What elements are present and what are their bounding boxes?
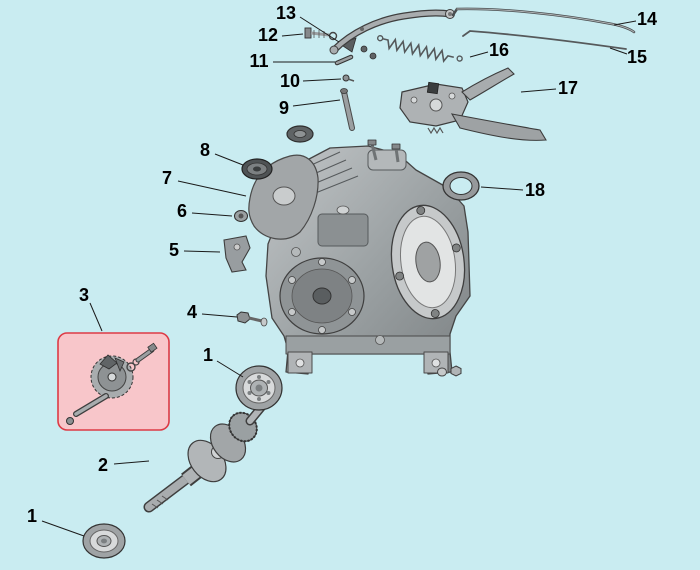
callout-17[interactable]: 17 bbox=[558, 78, 578, 98]
bearing-lower-art bbox=[82, 523, 126, 559]
callout-10[interactable]: 10 bbox=[280, 71, 300, 91]
callout-1-upper[interactable]: 1 bbox=[203, 345, 213, 365]
callout-16[interactable]: 16 bbox=[489, 40, 509, 60]
governor-shaft-art bbox=[340, 88, 355, 131]
engine-block-art bbox=[265, 139, 471, 375]
callout-12[interactable]: 12 bbox=[258, 25, 278, 45]
governor-lever-art bbox=[329, 9, 455, 55]
callout-8[interactable]: 8 bbox=[200, 140, 210, 160]
callout-18[interactable]: 18 bbox=[525, 180, 545, 200]
bolt-art bbox=[236, 311, 268, 327]
oring-art bbox=[442, 171, 480, 201]
callout-1-lower[interactable]: 1 bbox=[27, 506, 37, 526]
callout-13[interactable]: 13 bbox=[276, 3, 296, 23]
callout-7[interactable]: 7 bbox=[162, 168, 172, 188]
callout-9[interactable]: 9 bbox=[279, 98, 289, 118]
throttle-bracket-art bbox=[399, 67, 547, 141]
control-rod-art bbox=[451, 7, 636, 34]
callout-6[interactable]: 6 bbox=[177, 201, 187, 221]
callout-14[interactable]: 14 bbox=[637, 9, 657, 29]
nut-art bbox=[233, 209, 249, 223]
base-bolt-art bbox=[437, 365, 462, 377]
callout-11[interactable]: 11 bbox=[249, 51, 268, 71]
callout-2[interactable]: 2 bbox=[98, 455, 108, 475]
governor-spring-art bbox=[377, 35, 463, 63]
throttle-wire-art bbox=[462, 30, 627, 50]
callout-5[interactable]: 5 bbox=[169, 240, 179, 260]
bracket-plate-art bbox=[223, 235, 251, 273]
callout-4[interactable]: 4 bbox=[187, 302, 197, 322]
callout-3[interactable]: 3 bbox=[79, 285, 89, 305]
crankshaft-art bbox=[143, 396, 270, 513]
bearing-upper-art bbox=[235, 365, 283, 411]
oil-seal-art bbox=[241, 125, 314, 180]
governor-assembly-art bbox=[66, 342, 158, 425]
callout-15[interactable]: 15 bbox=[627, 47, 647, 67]
